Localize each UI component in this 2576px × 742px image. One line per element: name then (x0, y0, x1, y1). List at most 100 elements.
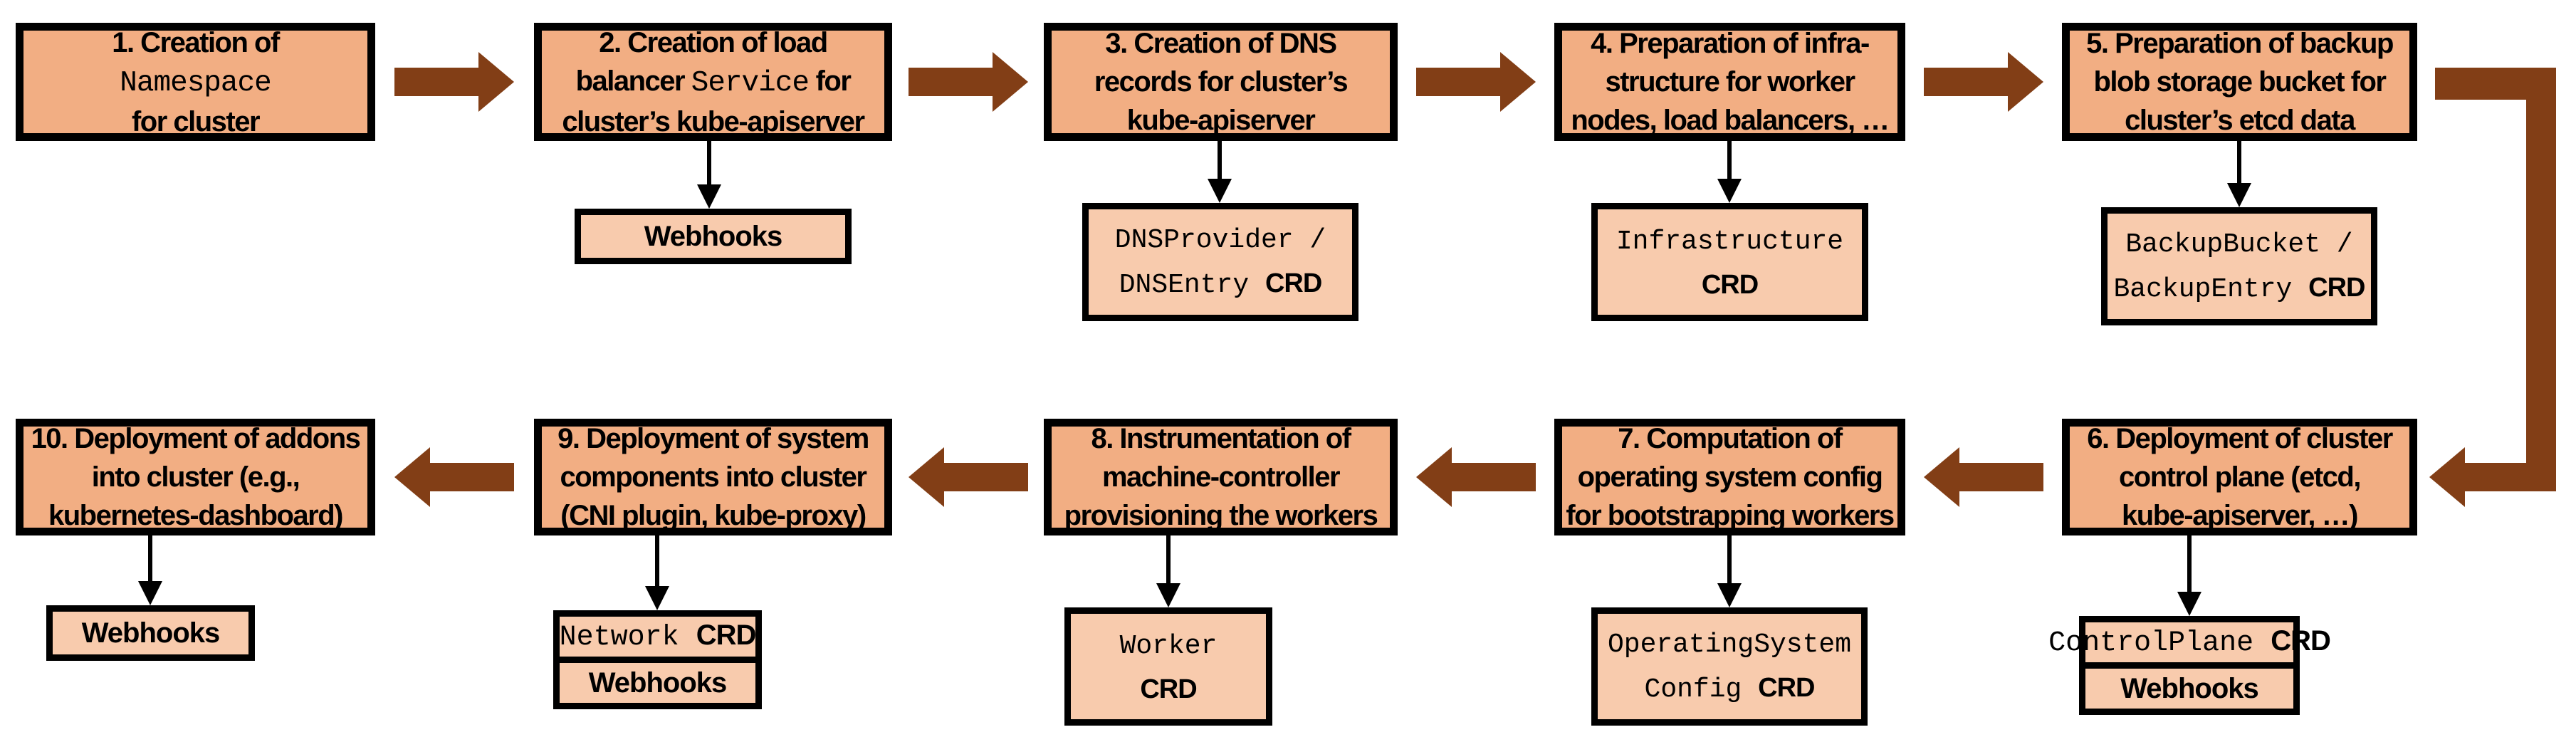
elbow-arrow-icon (2526, 68, 2556, 491)
text-segment: CRD (1758, 673, 1815, 703)
text-segment: CRD (1140, 674, 1197, 704)
flow-arrow-left-icon (394, 447, 514, 507)
box-text-line: Namespace (120, 62, 271, 103)
text-segment: cluster’s etcd data (2125, 105, 2355, 136)
text-segment: components into cluster (560, 461, 868, 493)
box-text-line: 5. Preparation of backup (2086, 24, 2394, 63)
flow-arrow-left-icon (1416, 447, 1536, 507)
box-text-line: kube-apiserver, …) (2122, 496, 2358, 535)
dnsprovider-dnsentry-crd-box: DNSProvider / DNSEntry CRD (1082, 203, 1358, 321)
box-text-line: ControlPlane CRD (2048, 627, 2331, 659)
text-segment: BackupEntry (2113, 274, 2309, 305)
text-segment: 10. Deployment of addons (31, 423, 361, 454)
text-segment: DNSEntry (1119, 270, 1265, 301)
flow-step-6-box: 6. Deployment of cluster control plane (e… (2062, 419, 2417, 535)
flow-arrow-right-icon (1924, 52, 2043, 112)
box-text-line: Worker (1120, 623, 1218, 668)
text-segment: kube-apiserver (1126, 105, 1316, 136)
flow-arrow-left-icon (909, 447, 1028, 507)
step-2-sub-boxes: Webhooks (575, 209, 852, 264)
box-text-line: nodes, load balancers, … (1571, 101, 1890, 140)
text-segment: kube-apiserver, …) (2122, 500, 2358, 531)
text-segment: Webhooks (588, 667, 728, 699)
step-5-sub-boxes: BackupBucket / BackupEntry CRD (2101, 207, 2377, 325)
text-segment: 9. Deployment of system (557, 423, 869, 454)
webhooks-box: Webhooks (575, 209, 852, 264)
text-segment: Namespace (120, 66, 271, 100)
webhooks-box: Webhooks (553, 657, 762, 709)
webhooks-box: Webhooks (2079, 662, 2300, 715)
text-segment: into cluster (e.g., (91, 461, 300, 493)
box-text-line: control plane (etcd, (2119, 458, 2361, 496)
box-text-line: Webhooks (644, 221, 783, 252)
step-10-sub-boxes: Webhooks (46, 605, 255, 661)
box-text-line: 9. Deployment of system (557, 419, 869, 458)
text-segment: machine-controller (1101, 461, 1341, 493)
text-segment: control plane (etcd, (2119, 461, 2361, 493)
box-text-line: blob storage bucket for (2093, 63, 2387, 101)
box-text-line: DNSEntry CRD (1119, 262, 1323, 307)
box-text-line: Webhooks (82, 619, 221, 647)
box-text-line: 1. Creation of (112, 23, 280, 62)
text-segment: 6. Deployment of cluster (2087, 423, 2393, 454)
text-segment: 1. Creation of (112, 26, 280, 58)
text-segment: CRD (1701, 269, 1759, 300)
text-segment: DNSProvider / (1114, 225, 1326, 256)
text-segment: OperatingSystem (1607, 629, 1852, 660)
flow-arrow-right-icon (1416, 52, 1536, 112)
text-segment: ControlPlane (2048, 627, 2271, 659)
step-title: 9. Deployment of system components into c… (557, 419, 869, 535)
box-text-line: records for cluster’s (1094, 63, 1349, 101)
step-title: 5. Preparation of backup blob storage buc… (2086, 24, 2394, 140)
text-segment: 5. Preparation of backup (2086, 28, 2394, 59)
backupbucket-backupentry-crd-box: BackupBucket / BackupEntry CRD (2101, 207, 2377, 325)
box-text-line: kubernetes-dashboard) (48, 496, 344, 535)
text-segment: CRD (2308, 273, 2365, 303)
webhooks-box: Webhooks (46, 605, 255, 661)
box-text-line: cluster’s etcd data (2125, 101, 2355, 140)
text-segment: cluster’s kube-apiserver (562, 105, 865, 137)
text-segment: BackupBucket / (2125, 229, 2353, 260)
text-segment: Webhooks (2120, 673, 2259, 704)
text-segment: balancer (575, 65, 691, 97)
flow-step-10-box: 10. Deployment of addons into cluster (e.… (16, 419, 375, 535)
flow-step-5-box: 5. Preparation of backup blob storage buc… (2062, 23, 2417, 141)
text-segment: Webhooks (644, 221, 783, 252)
step-title: 6. Deployment of cluster control plane (e… (2087, 419, 2393, 535)
box-text-line: 8. Instrumentation of (1091, 419, 1351, 458)
text-segment: provisioning the workers (1064, 500, 1378, 531)
box-text-line: provisioning the workers (1064, 496, 1378, 535)
text-segment: Config (1644, 674, 1759, 705)
step-6-sub-boxes: ControlPlane CRD Webhooks (2048, 616, 2331, 715)
text-segment: (CNI plugin, kube-proxy) (560, 500, 866, 531)
box-text-line: Infrastructure (1616, 219, 1843, 263)
step-3-sub-boxes: DNSProvider / DNSEntry CRD (1082, 203, 1358, 321)
text-segment: for bootstrapping workers (1566, 500, 1895, 531)
box-text-line: for bootstrapping workers (1566, 496, 1895, 535)
text-segment: CRD (1265, 268, 1322, 298)
text-segment: Network (559, 622, 696, 654)
flow-step-4-box: 4. Preparation of infra-structure for wo… (1554, 23, 1905, 141)
box-text-line: (CNI plugin, kube-proxy) (560, 496, 866, 535)
step-title: 10. Deployment of addons into cluster (e.… (31, 419, 361, 535)
flow-step-9-box: 9. Deployment of system components into c… (534, 419, 892, 535)
box-text-line: CRD (1140, 668, 1197, 711)
text-segment: blob storage bucket for (2093, 66, 2387, 98)
network-crd-box: Network CRD (553, 610, 762, 663)
box-text-line: kube-apiserver (1126, 101, 1316, 140)
box-text-line: CRD (1701, 263, 1759, 306)
box-text-line: Config CRD (1644, 667, 1816, 711)
text-segment: 7. Computation of (1618, 423, 1843, 454)
